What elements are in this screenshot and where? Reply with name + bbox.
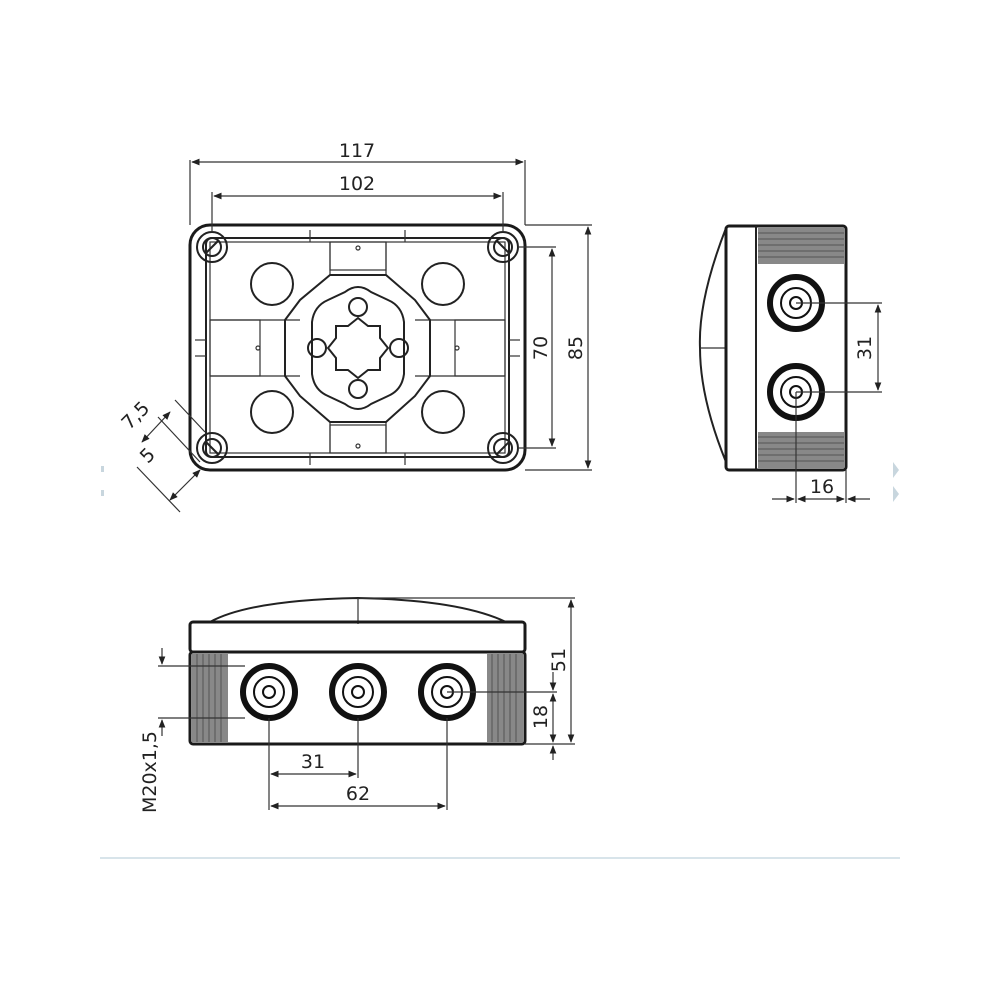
dim-side-gland-depth-label: 16	[810, 476, 834, 498]
dim-corner-offset-label: 7,5	[117, 397, 154, 434]
dim-screw-pitch-height: 70	[518, 246, 556, 449]
dim-screw-pitch-height-label: 70	[530, 336, 552, 360]
dim-overall-width: 117	[189, 140, 526, 225]
screw-post-bl	[196, 432, 228, 464]
front-view-ribs-right	[487, 654, 523, 742]
side-view-body	[724, 224, 848, 472]
dim-front-gland-center: 18	[447, 672, 557, 760]
top-view-inner-wall	[205, 237, 510, 458]
front-view-gland-2	[329, 663, 387, 721]
central-terminal-block	[284, 274, 431, 423]
dim-front-pitch-2: 62	[270, 718, 448, 810]
front-view: 51 18 M20x1,5 31 62	[139, 596, 575, 813]
edge-artifacts	[101, 462, 899, 502]
screw-post-tl	[196, 231, 228, 263]
dim-front-thread: M20x1,5	[139, 648, 245, 813]
dim-front-pitch-1: 31	[268, 718, 359, 810]
front-view-lid-rim	[188, 620, 527, 654]
dim-side-gland-pitch: 31	[796, 302, 882, 393]
front-view-gland-1	[240, 663, 298, 721]
dim-corner-radius-label: 5	[136, 444, 160, 468]
dim-overall-height-label: 85	[565, 336, 587, 360]
dim-screw-pitch-width-label: 102	[339, 173, 375, 195]
dim-front-height-label: 51	[548, 648, 570, 672]
side-view-ribs-bottom	[758, 432, 844, 468]
mounting-hole-tr	[421, 262, 465, 306]
front-view-ribs-left	[192, 654, 228, 742]
dim-side-gland-depth: 16	[772, 392, 870, 503]
side-view: 31 16	[698, 224, 882, 503]
dim-front-thread-label: M20x1,5	[139, 731, 161, 813]
side-view-ribs-top	[758, 228, 844, 264]
dim-overall-width-label: 117	[339, 140, 375, 162]
mounting-hole-bl	[250, 390, 294, 434]
dim-front-pitch-1-label: 31	[301, 751, 325, 773]
screw-post-tr	[487, 231, 519, 263]
top-view-edge-marks	[195, 230, 520, 465]
dim-front-gland-center-label: 18	[530, 705, 552, 729]
mounting-hole-br	[421, 390, 465, 434]
dim-front-pitch-2-label: 62	[346, 783, 370, 805]
dim-screw-pitch-width: 102	[211, 173, 504, 232]
dim-side-gland-pitch-label: 31	[854, 336, 876, 360]
mounting-hole-tl	[250, 262, 294, 306]
top-view: 117 102 70 85	[117, 140, 592, 513]
screw-post-br	[487, 432, 519, 464]
dim-overall-height: 85	[525, 224, 592, 471]
top-view-housing	[188, 223, 527, 472]
side-view-lid-curve	[698, 227, 727, 463]
dim-front-height: 51	[360, 597, 575, 745]
